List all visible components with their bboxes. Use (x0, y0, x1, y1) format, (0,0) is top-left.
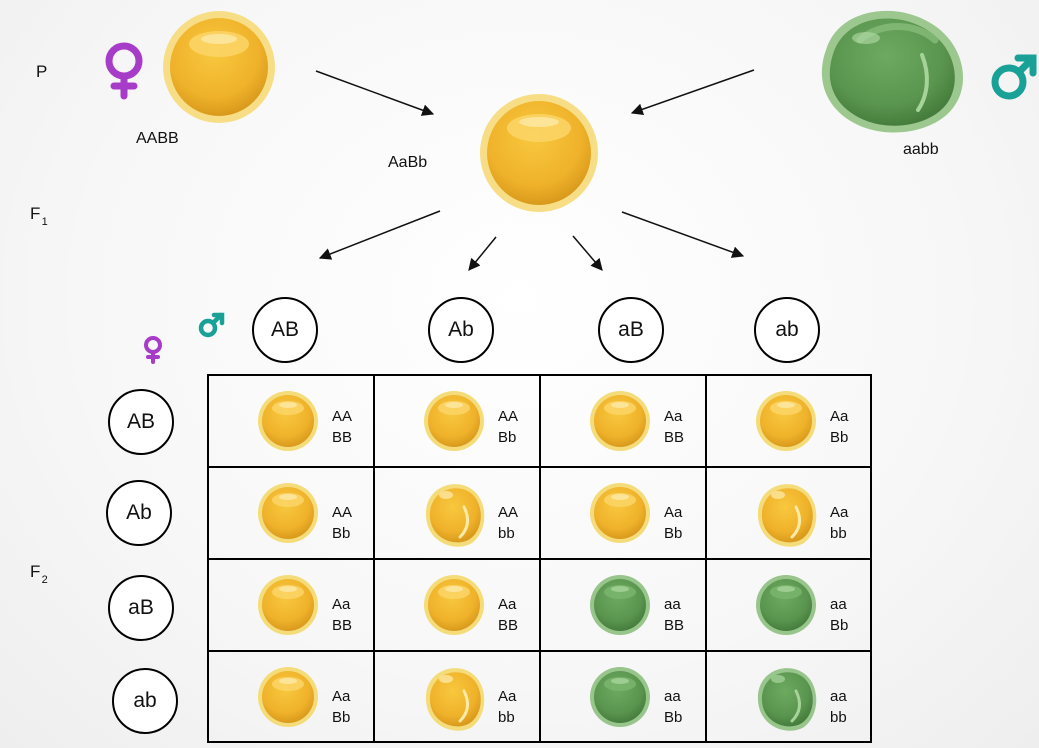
male-gamete-2: Ab (428, 297, 494, 363)
genotype-line-2: Bb (664, 709, 683, 726)
female-symbol-icon (105, 42, 143, 100)
seed-yellow-round-r1-c1 (258, 391, 318, 451)
genotype-line-1: AA (498, 408, 519, 425)
arrow-male-to-f1 (630, 69, 755, 116)
seed-yellow-round-r1-c3 (590, 391, 650, 451)
genotype-line-2: Bb (498, 429, 517, 446)
female-gamete-3: aB (108, 575, 174, 641)
generation-f2-label: F2 (30, 562, 48, 586)
genotype-line-2: BB (498, 617, 519, 634)
seed-yellow-round-r1-c2 (424, 391, 484, 451)
genotype-line-2: Bb (332, 525, 351, 542)
genotype-line-2: Bb (830, 429, 849, 446)
genotype-line-1: Aa (332, 596, 351, 613)
arrow-f1-to-gamete-1 (318, 210, 441, 260)
grid-seeds (258, 391, 817, 731)
female-gamete-1: AB (108, 389, 174, 455)
seed-green-wrinkled-r4-c4 (757, 668, 817, 731)
genotype-line-2: bb (830, 525, 847, 542)
f1-subscript: 1 (41, 216, 48, 228)
f2-letter: F (30, 562, 41, 581)
genotype-line-1: Aa (830, 408, 849, 425)
seed-yellow-round-r3-c2 (424, 575, 484, 635)
female-gamete-4: ab (112, 668, 178, 734)
cell-genotype-r4-c4: aa bb (830, 686, 847, 728)
genotype-line-1: Aa (498, 596, 517, 613)
arrow-f1-to-gamete-4 (621, 211, 745, 258)
female-parent-seed (163, 11, 275, 123)
seed-yellow-wrinkled-r2-c2 (425, 484, 485, 547)
female-gamete-2: Ab (106, 480, 172, 546)
genotype-line-1: aa (830, 596, 847, 613)
grid-male-symbol-icon (198, 312, 225, 338)
male-parent-seed (821, 10, 964, 133)
genotype-line-1: AA (332, 504, 353, 521)
genotype-line-1: aa (664, 596, 681, 613)
cell-genotype-r4-c2: Aa bb (498, 686, 516, 728)
genotype-line-2: BB (664, 429, 685, 446)
genotype-line-1: aa (830, 688, 847, 705)
f1-seed (480, 94, 598, 212)
seed-yellow-wrinkled-r4-c2 (425, 668, 485, 731)
genotype-line-2: bb (830, 709, 847, 726)
genotype-line-1: Aa (830, 504, 849, 521)
genotype-line-1: AA (332, 408, 353, 425)
genotype-line-1: Aa (498, 688, 517, 705)
seed-yellow-round-r3-c1 (258, 575, 318, 635)
seed-yellow-round-r2-c3 (590, 483, 650, 543)
genotype-line-1: aa (664, 688, 681, 705)
f1-letter: F (30, 204, 41, 223)
genotype-line-1: Aa (664, 504, 683, 521)
f1-genotype: AaBb (388, 154, 428, 171)
genotype-line-2: BB (664, 617, 685, 634)
seed-yellow-round-r1-c4 (756, 391, 816, 451)
seed-green-round-r3-c4 (756, 575, 816, 635)
f2-subscript: 2 (41, 574, 48, 586)
generation-p-label: P (36, 62, 48, 81)
cell-genotype-r1-c1: AA BB (332, 406, 352, 448)
male-gamete-4: ab (754, 297, 820, 363)
genotype-line-2: bb (498, 525, 515, 542)
arrow-f1-to-gamete-3 (572, 235, 603, 271)
female-parent-genotype: AABB (136, 130, 179, 147)
seed-green-round-r3-c3 (590, 575, 650, 635)
male-parent-genotype: aabb (903, 141, 939, 158)
grid-female-symbol-icon (144, 336, 162, 364)
punnett-grid (207, 374, 872, 743)
genotype-line-1: Aa (664, 408, 683, 425)
generation-f1-label: F1 (30, 204, 48, 228)
cell-genotype-r2-c1: AA Bb (332, 502, 352, 544)
cell-genotype-r1-c2: AA Bb (498, 406, 518, 448)
genotype-line-2: Bb (830, 617, 849, 634)
male-symbol-icon (991, 54, 1037, 100)
seed-yellow-round-r4-c1 (258, 667, 318, 727)
cell-genotype-r2-c2: AA bb (498, 502, 518, 544)
seed-yellow-round-r2-c1 (258, 483, 318, 543)
genotype-line-1: Aa (332, 688, 351, 705)
genotype-line-2: bb (498, 709, 515, 726)
genotype-line-2: Bb (332, 709, 351, 726)
genotype-line-2: BB (332, 429, 353, 446)
genotype-line-1: AA (498, 504, 519, 521)
cell-genotype-r2-c4: Aa bb (830, 502, 848, 544)
seed-yellow-wrinkled-r2-c4 (757, 484, 817, 547)
male-gamete-1: AB (252, 297, 318, 363)
seed-green-round-r4-c3 (590, 667, 650, 727)
arrow-female-to-f1 (315, 70, 435, 116)
arrow-f1-to-gamete-2 (468, 236, 497, 271)
genotype-line-2: Bb (664, 525, 683, 542)
genotype-line-2: BB (332, 617, 353, 634)
male-gamete-3: aB (598, 297, 664, 363)
